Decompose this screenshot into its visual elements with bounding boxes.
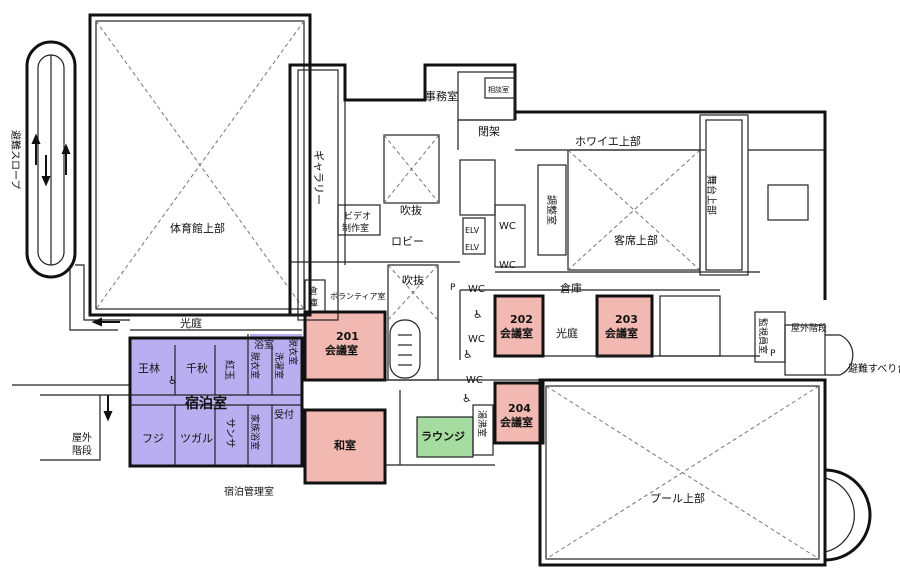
lounge-fill <box>417 417 473 457</box>
label-fuji: フジ <box>142 432 164 445</box>
label-evac-slope: 避難スロープ <box>9 130 22 189</box>
label-elv-2: ELV <box>465 243 480 252</box>
room-204-fill <box>495 383 543 443</box>
label-warehouse: 倉庫 <box>560 281 582 295</box>
label-evac-slide: 避難すべり台 <box>848 362 900 375</box>
label-conf-203a: 203 <box>615 313 638 326</box>
pool <box>538 378 872 567</box>
label-outdoor-stairs-left-1: 屋外 <box>72 432 92 444</box>
label-p-1: P <box>450 283 456 293</box>
label-volunteer: ボランティア室 <box>330 291 386 301</box>
label-water-heater: 湯沸室 <box>476 410 488 437</box>
label-outdoor-stairs-left-2: 階段 <box>72 444 92 457</box>
label-consult: 相談室 <box>488 85 509 94</box>
label-storage-1: 倉 <box>309 285 318 297</box>
arrow-icon <box>31 133 120 422</box>
label-conf-204b: 会議室 <box>500 415 533 429</box>
label-conf-202a: 202 <box>510 313 533 326</box>
label-lounge: ラウンジ <box>421 430 465 443</box>
label-outdoor-stairs-right: 屋外階段 <box>791 322 827 334</box>
svg-text:♿: ♿ <box>462 392 472 405</box>
label-atrium-2: 吹抜 <box>402 273 424 287</box>
central-block <box>288 63 526 381</box>
room-203-fill <box>597 296 652 356</box>
room-japanese-fill <box>305 410 385 483</box>
label-video-1: ビデオ <box>344 210 371 222</box>
label-wc-2: WC <box>499 260 516 271</box>
room-201-fill <box>305 312 385 380</box>
theater-block <box>495 110 827 300</box>
label-gallery: ギャラリー <box>312 150 325 205</box>
label-wc-1: WC <box>499 221 516 232</box>
room-202-fill <box>495 296 543 356</box>
label-sansa: サンサ <box>224 418 236 448</box>
label-tsugaru: ツガル <box>180 432 213 445</box>
label-library-stack: 閉架 <box>478 125 500 138</box>
label-conf-201a: 201 <box>336 330 359 343</box>
label-lobby: ロビー <box>391 235 424 248</box>
labels: 体育館上部 ギャラリー 事務室 相談室 閉架 ホワイエ上部 ビデオ 制作室 吹抜… <box>9 85 900 505</box>
label-reception: 受付 <box>274 408 294 421</box>
gym <box>88 13 312 317</box>
middle-corridor <box>303 289 854 485</box>
label-atrium-1: 吹抜 <box>400 203 422 217</box>
label-video-2: 制作室 <box>342 222 369 234</box>
label-office: 事務室 <box>425 89 458 103</box>
label-elv-1: ELV <box>465 226 480 235</box>
label-lodging: 宿泊室 <box>185 395 227 412</box>
label-kogyoku: 紅玉 <box>223 360 235 380</box>
label-foyer-upper: ホワイエ上部 <box>575 134 641 148</box>
label-gym-upper: 体育館上部 <box>170 221 225 235</box>
label-family-bath: 家族浴室 <box>249 414 261 450</box>
left-exterior <box>12 384 130 461</box>
label-conf-202b: 会議室 <box>500 326 533 340</box>
label-japanese-room: 和室 <box>334 438 356 452</box>
label-courtyard-2: 光庭 <box>556 326 578 340</box>
lodging-walls <box>128 314 304 468</box>
label-conf-201b: 会議室 <box>325 343 358 357</box>
label-conf-204a: 204 <box>508 402 531 415</box>
label-monitor-room: 監視員室 <box>757 318 769 354</box>
evac-slope-shape <box>25 40 130 331</box>
label-pool-upper: プール上部 <box>650 491 705 505</box>
svg-text:♿: ♿ <box>168 374 178 387</box>
label-bath: 浴室 <box>254 338 274 351</box>
label-lodging-mgmt: 宿泊管理室 <box>224 485 274 498</box>
label-senshu: 千秋 <box>186 361 208 375</box>
label-ohbayashi: 王林 <box>138 361 160 375</box>
label-courtyard-1: 光庭 <box>180 316 202 330</box>
label-wc-5: WC <box>466 375 483 386</box>
label-wc-4: WC <box>468 334 485 345</box>
lodging-zone <box>130 334 302 466</box>
label-p-2: P <box>770 349 776 359</box>
label-conf-203b: 会議室 <box>605 326 638 340</box>
label-audience-upper: 客席上部 <box>614 233 658 247</box>
label-storage-2: 庫 <box>309 297 318 309</box>
accessible-icon: ♿ ♿ ♿ ♿ <box>168 308 483 405</box>
label-adjust-room: 調整室 <box>545 195 558 225</box>
label-wc-3: WC <box>468 284 485 295</box>
svg-text:♿: ♿ <box>473 308 483 321</box>
label-washroom: 洗濯室 <box>273 352 285 379</box>
label-stage-upper: 舞台上部 <box>705 175 718 215</box>
label-changing-1: 脱衣室 <box>249 352 261 379</box>
svg-text:♿: ♿ <box>463 348 473 361</box>
label-changing-2: 脱衣室 <box>287 338 299 365</box>
